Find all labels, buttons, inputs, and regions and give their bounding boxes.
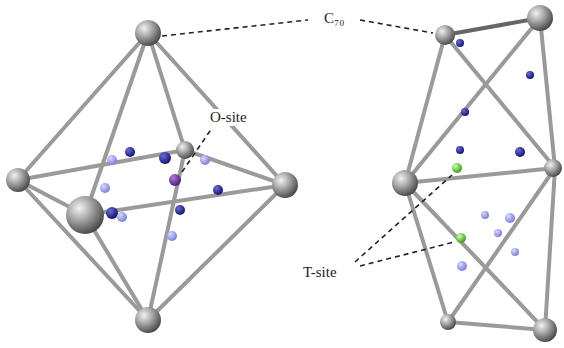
leader-lines xyxy=(162,20,454,266)
compound-label: C₇₀ xyxy=(322,10,346,27)
octahedron-edges xyxy=(18,33,285,320)
c70-spheres xyxy=(6,5,562,342)
site-label: O-site xyxy=(208,109,249,126)
site-label: T-site xyxy=(301,264,339,281)
tetrahedron-edges xyxy=(405,18,555,330)
site-dots xyxy=(100,39,534,271)
